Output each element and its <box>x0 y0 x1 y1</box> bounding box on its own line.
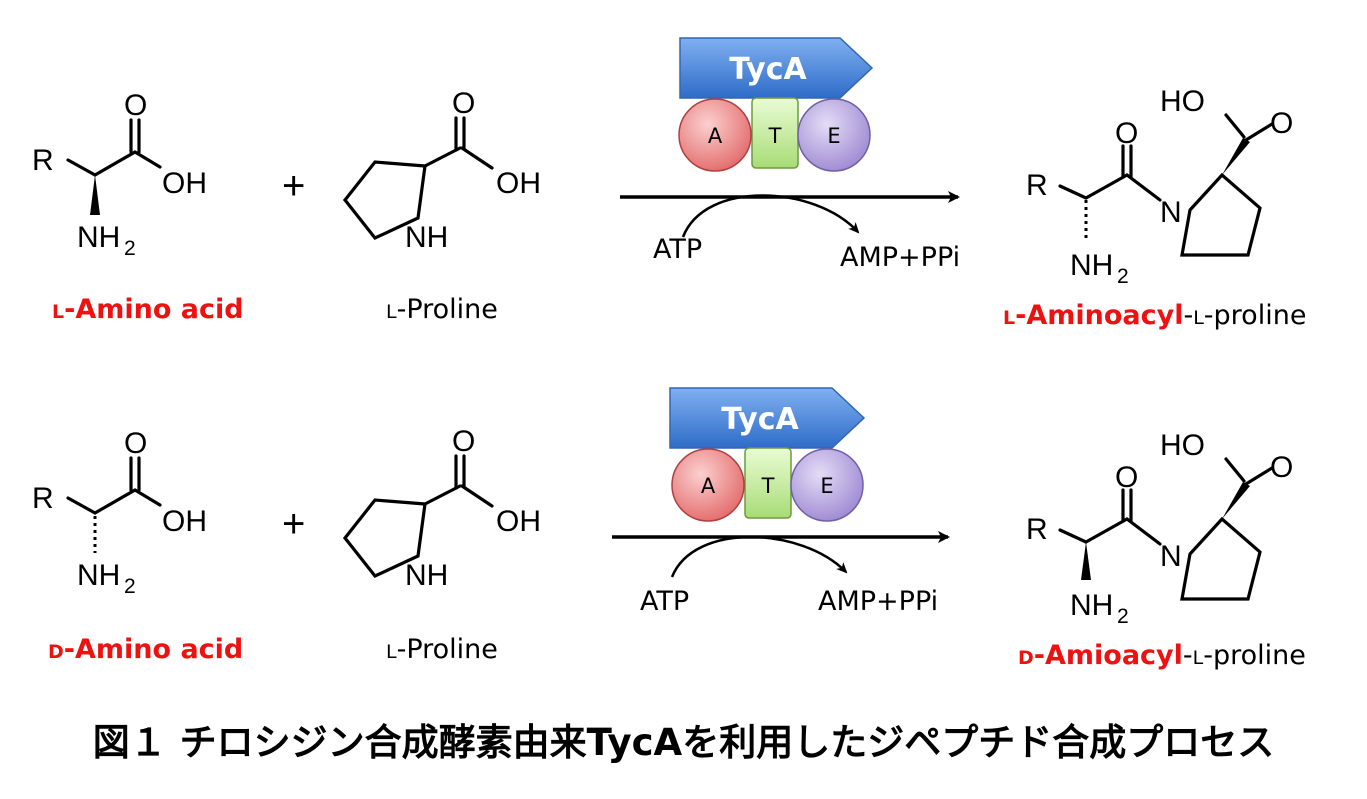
oxygen-label: O <box>1270 451 1293 484</box>
amp-ppi-label: AMP+PPi <box>818 586 938 617</box>
l-proline-structure: O OH NH <box>342 425 541 592</box>
nitrogen-label: N <box>1160 540 1182 573</box>
l-amino-acid-label: L-Amino acid <box>52 294 244 325</box>
d-aminoacyl-proline-structure: R O N HO O NH 2 <box>1026 429 1293 628</box>
tyca-enzyme: TycA A T E <box>678 37 874 172</box>
hydroxyl-label: OH <box>496 505 541 538</box>
e-domain-label: E <box>820 474 833 498</box>
l-proline-structure: O OH NH <box>342 87 541 254</box>
r-group-label: R <box>32 144 54 177</box>
l-amino-acid-structure: R O OH NH 2 <box>32 89 207 260</box>
tyca-label: TycA <box>729 52 807 87</box>
tyca-label: TycA <box>721 402 799 437</box>
a-domain <box>671 448 745 522</box>
l-proline-label: L-Proline <box>386 294 498 325</box>
hydroxyl-label: OH <box>496 167 541 200</box>
a-domain-label: A <box>701 474 716 498</box>
plus-sign: + <box>282 502 305 546</box>
t-domain-label: T <box>768 124 782 148</box>
oxygen-label: O <box>452 87 475 120</box>
oxygen-label: O <box>124 89 147 122</box>
oxygen-label: O <box>1115 461 1138 494</box>
hydroxyl-label: HO <box>1160 85 1205 118</box>
cofactor-arrow <box>670 535 848 578</box>
amp-ppi-label: AMP+PPi <box>840 242 960 273</box>
d-aminoacyl-l-proline-label: D-Amioacyl-L-proline <box>1018 640 1306 671</box>
nitrogen-label: N <box>1160 196 1182 229</box>
amine-label: NH <box>1070 589 1113 622</box>
e-domain <box>790 448 864 522</box>
d-amino-acid-label: D-Amino acid <box>48 634 243 665</box>
d-amino-acid-structure: R O OH NH 2 <box>32 427 207 598</box>
reaction-row-1: R O OH NH 2 + O OH NH TycA A T E <box>32 37 1306 331</box>
reaction-row-2: R O OH NH 2 + O OH NH TycA A T E <box>32 387 1306 671</box>
t-domain-label: T <box>761 474 775 498</box>
cofactor-arrow <box>681 194 860 238</box>
l-aminoacyl-proline-structure: R O N HO O NH 2 <box>1026 85 1293 288</box>
a-domain <box>678 98 752 172</box>
amine-label: NH <box>1070 249 1113 282</box>
amine-subscript: 2 <box>124 575 136 598</box>
r-group-label: R <box>1026 513 1048 546</box>
amine-subscript: 2 <box>1117 605 1129 628</box>
nh-label: NH <box>405 221 448 254</box>
amine-subscript: 2 <box>1117 265 1129 288</box>
atp-label: ATP <box>653 234 702 265</box>
e-domain <box>797 98 871 172</box>
hydroxyl-label: OH <box>162 167 207 200</box>
tyca-enzyme: TycA A T E <box>669 387 866 522</box>
r-group-label: R <box>1026 169 1048 202</box>
oxygen-label: O <box>452 425 475 458</box>
oxygen-label: O <box>124 427 147 460</box>
oxygen-label: O <box>1115 117 1138 150</box>
figure-caption: 図１ チロシジン合成酵素由来TycAを利用したジペプチド合成プロセス <box>92 721 1275 764</box>
oxygen-label: O <box>1270 107 1293 140</box>
amine-label: NH <box>77 559 120 592</box>
amine-subscript: 2 <box>124 237 136 260</box>
a-domain-label: A <box>708 124 723 148</box>
atp-label: ATP <box>640 586 689 617</box>
e-domain-label: E <box>827 124 840 148</box>
l-proline-label: L-Proline <box>386 634 498 665</box>
nh-label: NH <box>405 559 448 592</box>
hydroxyl-label: HO <box>1160 429 1205 462</box>
plus-sign: + <box>282 164 305 208</box>
l-aminoacyl-l-proline-label: L-Aminoacyl-L-proline <box>1003 300 1306 331</box>
r-group-label: R <box>32 482 54 515</box>
hydroxyl-label: OH <box>162 505 207 538</box>
amine-label: NH <box>77 221 120 254</box>
